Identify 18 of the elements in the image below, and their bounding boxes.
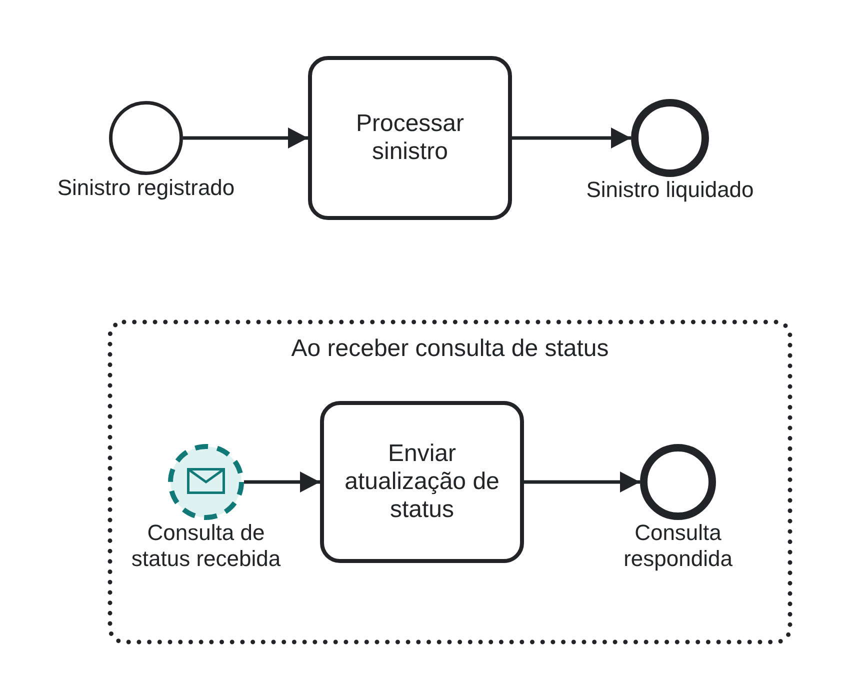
end-event-circle (631, 99, 709, 177)
task-label: Processar sinistro (354, 110, 466, 166)
sequence-flow-arrow (512, 128, 631, 148)
task-box (320, 401, 524, 563)
task-box (308, 56, 512, 220)
start-event-circle (109, 101, 183, 175)
end-event-circle (640, 444, 716, 520)
sequence-flow-arrow (244, 472, 320, 492)
event-label: Consulta respondida (622, 520, 734, 572)
subprocess-title: Ao receber consulta de status (291, 335, 609, 363)
event-label: Consulta de status recebida (130, 520, 282, 572)
event-label: Sinistro liquidado (586, 177, 754, 203)
event-subprocess-frame (106, 318, 794, 646)
message-start-event (168, 444, 244, 520)
sequence-flow-arrow (524, 472, 640, 492)
task-label: Enviar atualização de status (344, 440, 500, 524)
sequence-flow-arrow (183, 128, 308, 148)
event-label: Sinistro registrado (57, 175, 235, 201)
